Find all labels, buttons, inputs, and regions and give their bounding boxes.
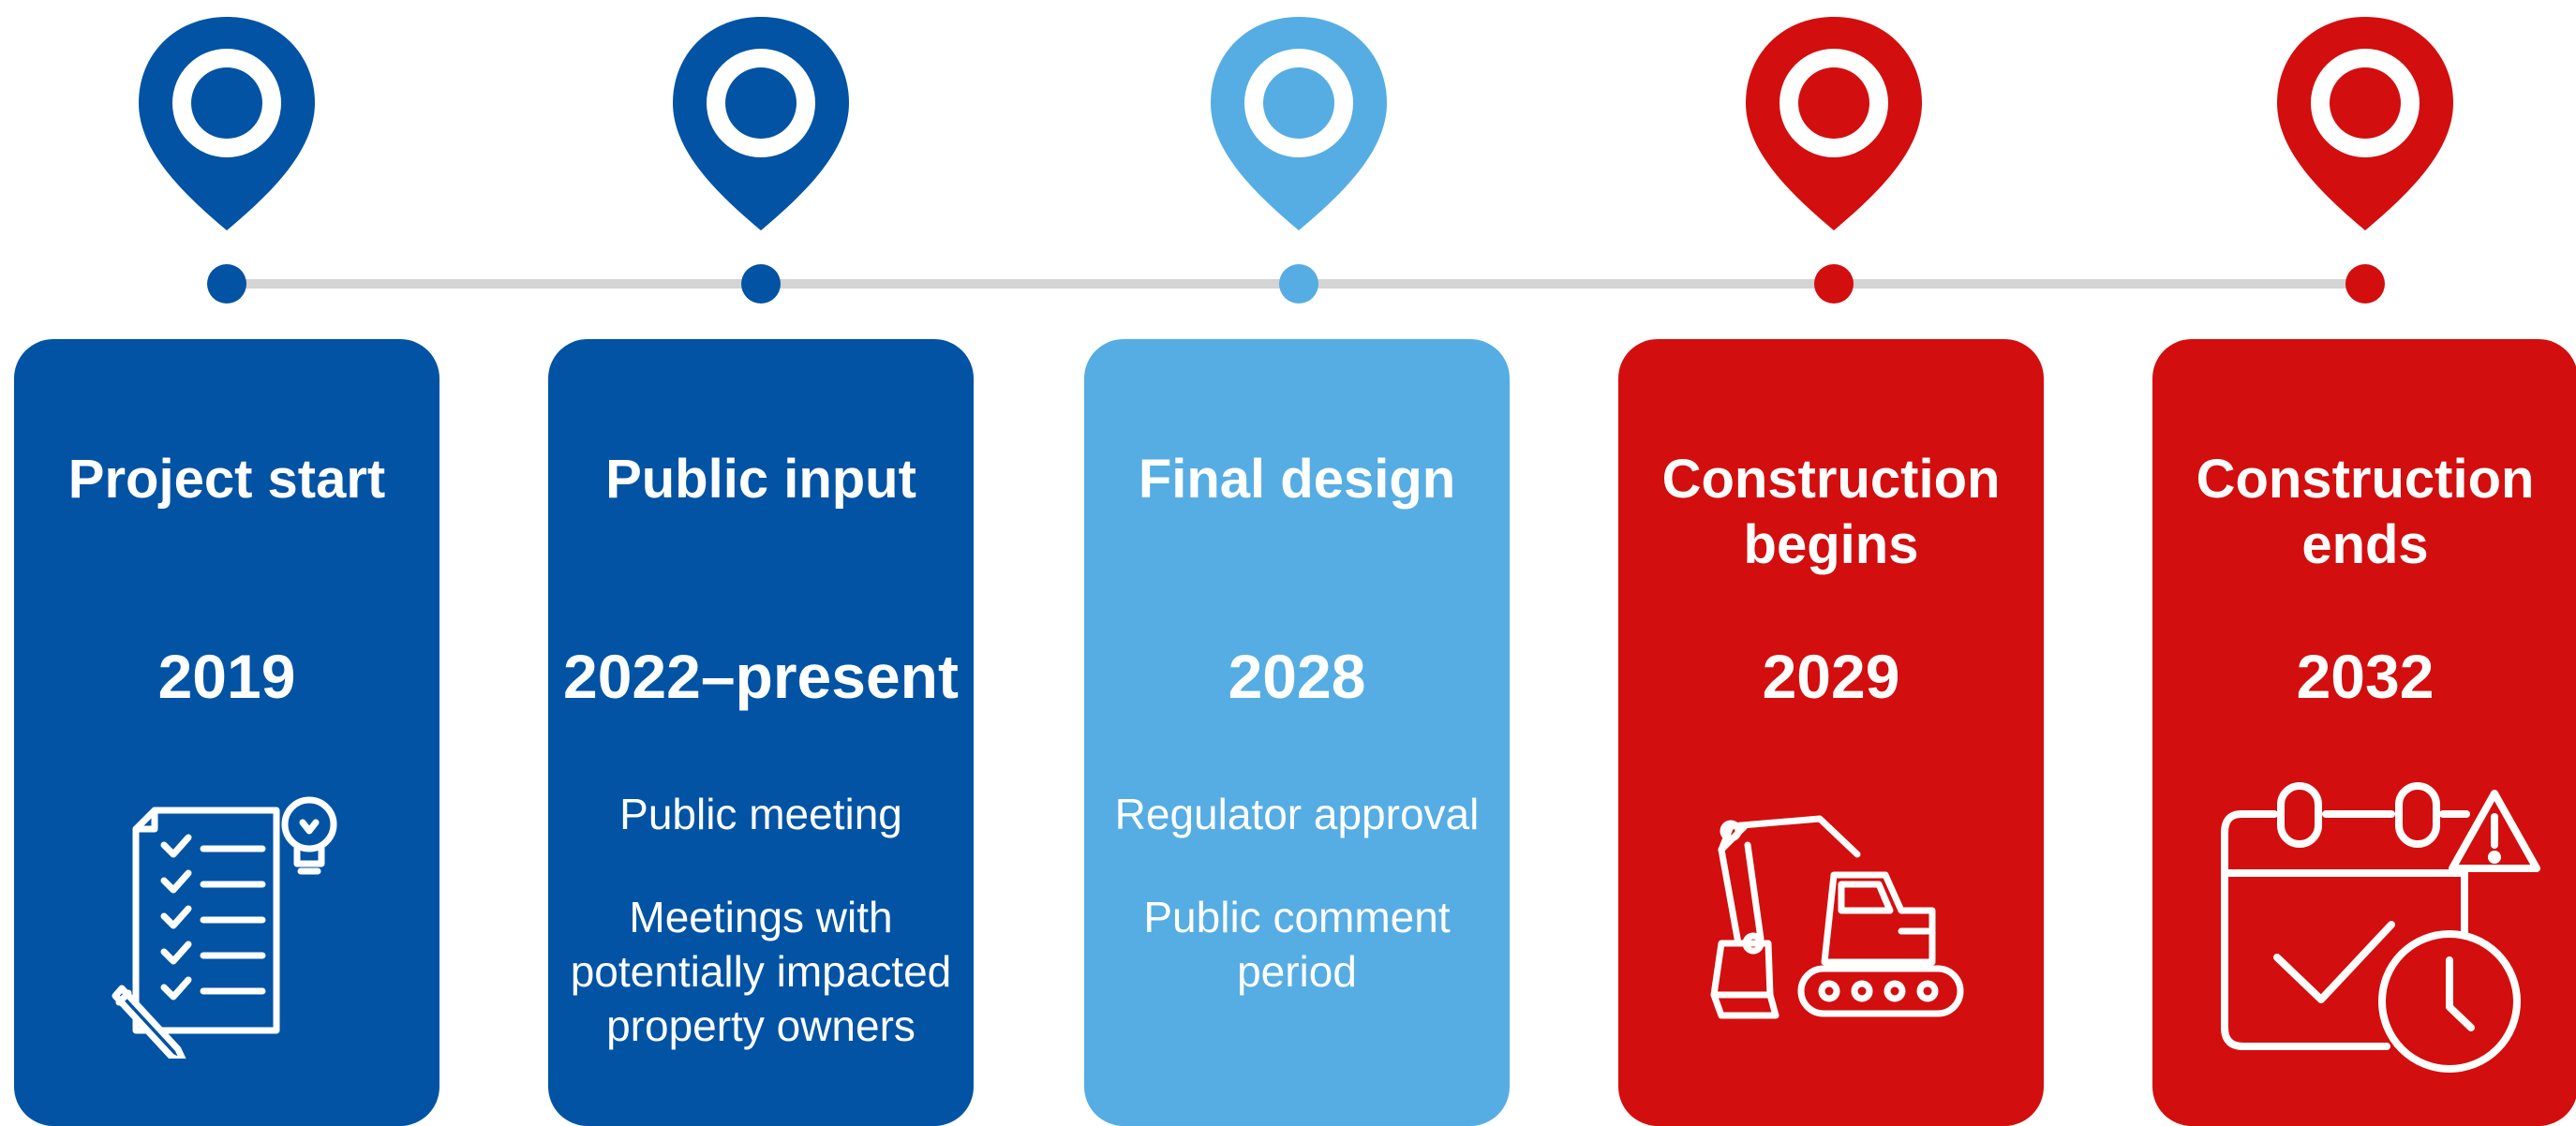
location-pin-icon [673, 17, 849, 230]
milestone-note: Regulator approval [1114, 790, 1480, 838]
milestone-title: Final design [1138, 449, 1456, 510]
milestone-title: Construction begins [1661, 449, 2001, 575]
location-pin-icon [2277, 17, 2453, 230]
timeline-marker [2345, 264, 2385, 304]
timeline-marker [741, 264, 781, 304]
milestone-year: 2019 [157, 642, 296, 711]
location-pin-icon [1746, 17, 1922, 230]
milestone-title: Public input [605, 449, 916, 510]
milestone-card: Project start 2019 [14, 339, 439, 1126]
milestone-year: 2028 [1228, 642, 1366, 711]
milestone-card: Public input 2022–present Public meeting… [548, 339, 974, 1126]
location-pin-icon [139, 17, 315, 230]
milestone-card: Construction begins 2029 [1618, 339, 2044, 1126]
milestone-card: Final design 2028 Regulator approval Pub… [1084, 339, 1510, 1126]
milestone-title: Project start [67, 449, 386, 510]
milestone-note: Public comment period [1143, 893, 1451, 996]
milestone-title: Construction ends [2196, 449, 2535, 575]
milestone-note: Meetings with potentially impacted prope… [570, 893, 952, 1050]
milestone-year: 2022–present [563, 642, 959, 711]
excavator-icon [1710, 815, 1964, 1019]
milestone-year: 2029 [1762, 642, 1900, 711]
timeline-marker [1279, 264, 1318, 304]
location-pin-icon [1211, 17, 1387, 230]
milestone-note: Public meeting [619, 790, 902, 838]
timeline-marker [207, 264, 246, 304]
milestone-card: Construction ends 2032 [2152, 339, 2576, 1126]
calendar-check-warning-icon [2221, 782, 2540, 1073]
checklist-lightbulb-icon [112, 796, 337, 1059]
milestone-year: 2032 [2296, 642, 2435, 711]
timeline-marker [1814, 264, 1854, 304]
